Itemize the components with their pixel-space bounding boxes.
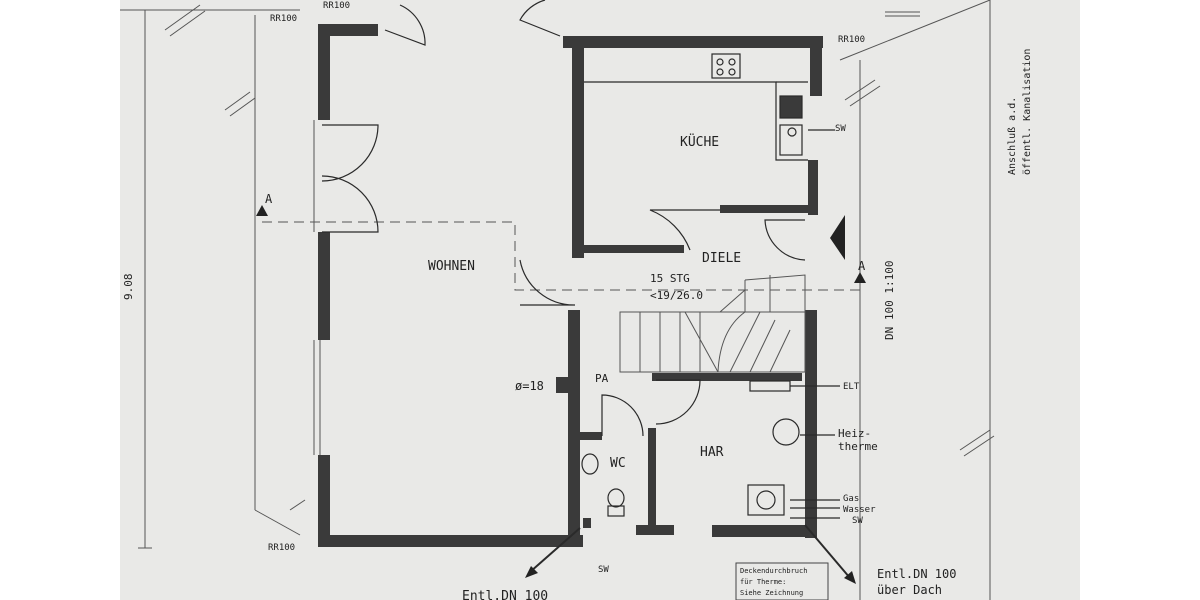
interior-walls [568, 48, 810, 535]
chimney-diameter-label: ø=18 [515, 379, 544, 393]
dimension-height-label: 9.08 [122, 274, 135, 301]
gas-label: Gas [843, 494, 859, 504]
pa-label: PA [595, 372, 609, 385]
section-arrow-right [854, 272, 866, 283]
utility-fixtures [747, 129, 840, 519]
kitchen-counter [584, 53, 808, 161]
rr-label-bottom-left: RR100 [268, 543, 295, 553]
dn-scale-label: DN 100 1:100 [883, 261, 896, 340]
elt-label: ELT [843, 382, 860, 392]
chimney [556, 377, 570, 393]
drain-left-label: Entl.DN 100 [462, 589, 548, 600]
exterior-walls [318, 24, 823, 547]
sw-bottom-label: SW [598, 565, 609, 575]
note-box [735, 562, 829, 600]
door-swings [321, 0, 806, 437]
note-line-2: für Therme: [740, 578, 786, 586]
stairs-ratio-label: <19/26.0 [650, 289, 703, 302]
room-label-living: WOHNEN [428, 259, 475, 274]
drain-arrow-head-right [844, 571, 856, 584]
fence-hatch-marks [164, 4, 995, 511]
connection-label-1: Anschluß a.d. [1007, 97, 1018, 175]
section-marker-left: A [265, 192, 273, 206]
drain-arrows [529, 524, 851, 579]
drain-right-label-1: Entl.DN 100 [877, 567, 956, 581]
drain-arrow-head-left [525, 566, 538, 578]
heater-label-2: therme [838, 440, 878, 453]
drain-right-label-2: über Dach [877, 583, 942, 597]
window-left [313, 120, 321, 455]
paper-sheet [120, 0, 1080, 600]
property-line-bottom-left [254, 509, 301, 536]
staircase [619, 274, 806, 373]
rr-label-top-left-1: RR100 [323, 1, 350, 11]
section-marker-right: A [858, 259, 866, 273]
water-label: Wasser [843, 505, 876, 515]
room-label-kitchen: KÜCHE [680, 133, 719, 150]
wc-fixtures [581, 453, 625, 517]
connection-label-2: öffentl. Kanalisation [1022, 49, 1033, 175]
note-line-1: Deckendurchbruch [740, 567, 807, 575]
property-line-top-right [839, 0, 991, 61]
heater-label-1: Heiz- [838, 427, 871, 440]
note-line-3: Siehe Zeichnung [740, 589, 803, 597]
section-arrow-left [256, 205, 268, 216]
sw-lower-right-label: SW [852, 516, 863, 526]
rr-label-top-right: RR100 [838, 35, 865, 45]
room-label-hall: DIELE [702, 251, 741, 266]
stairs-count-label: 15 STG [650, 272, 690, 285]
room-label-wc: WC [610, 456, 626, 471]
entrance-marker [830, 215, 845, 260]
rr-label-top-left-2: RR100 [270, 14, 297, 24]
room-label-utility: HAR [700, 445, 724, 460]
sw-right-label: SW [835, 124, 846, 134]
